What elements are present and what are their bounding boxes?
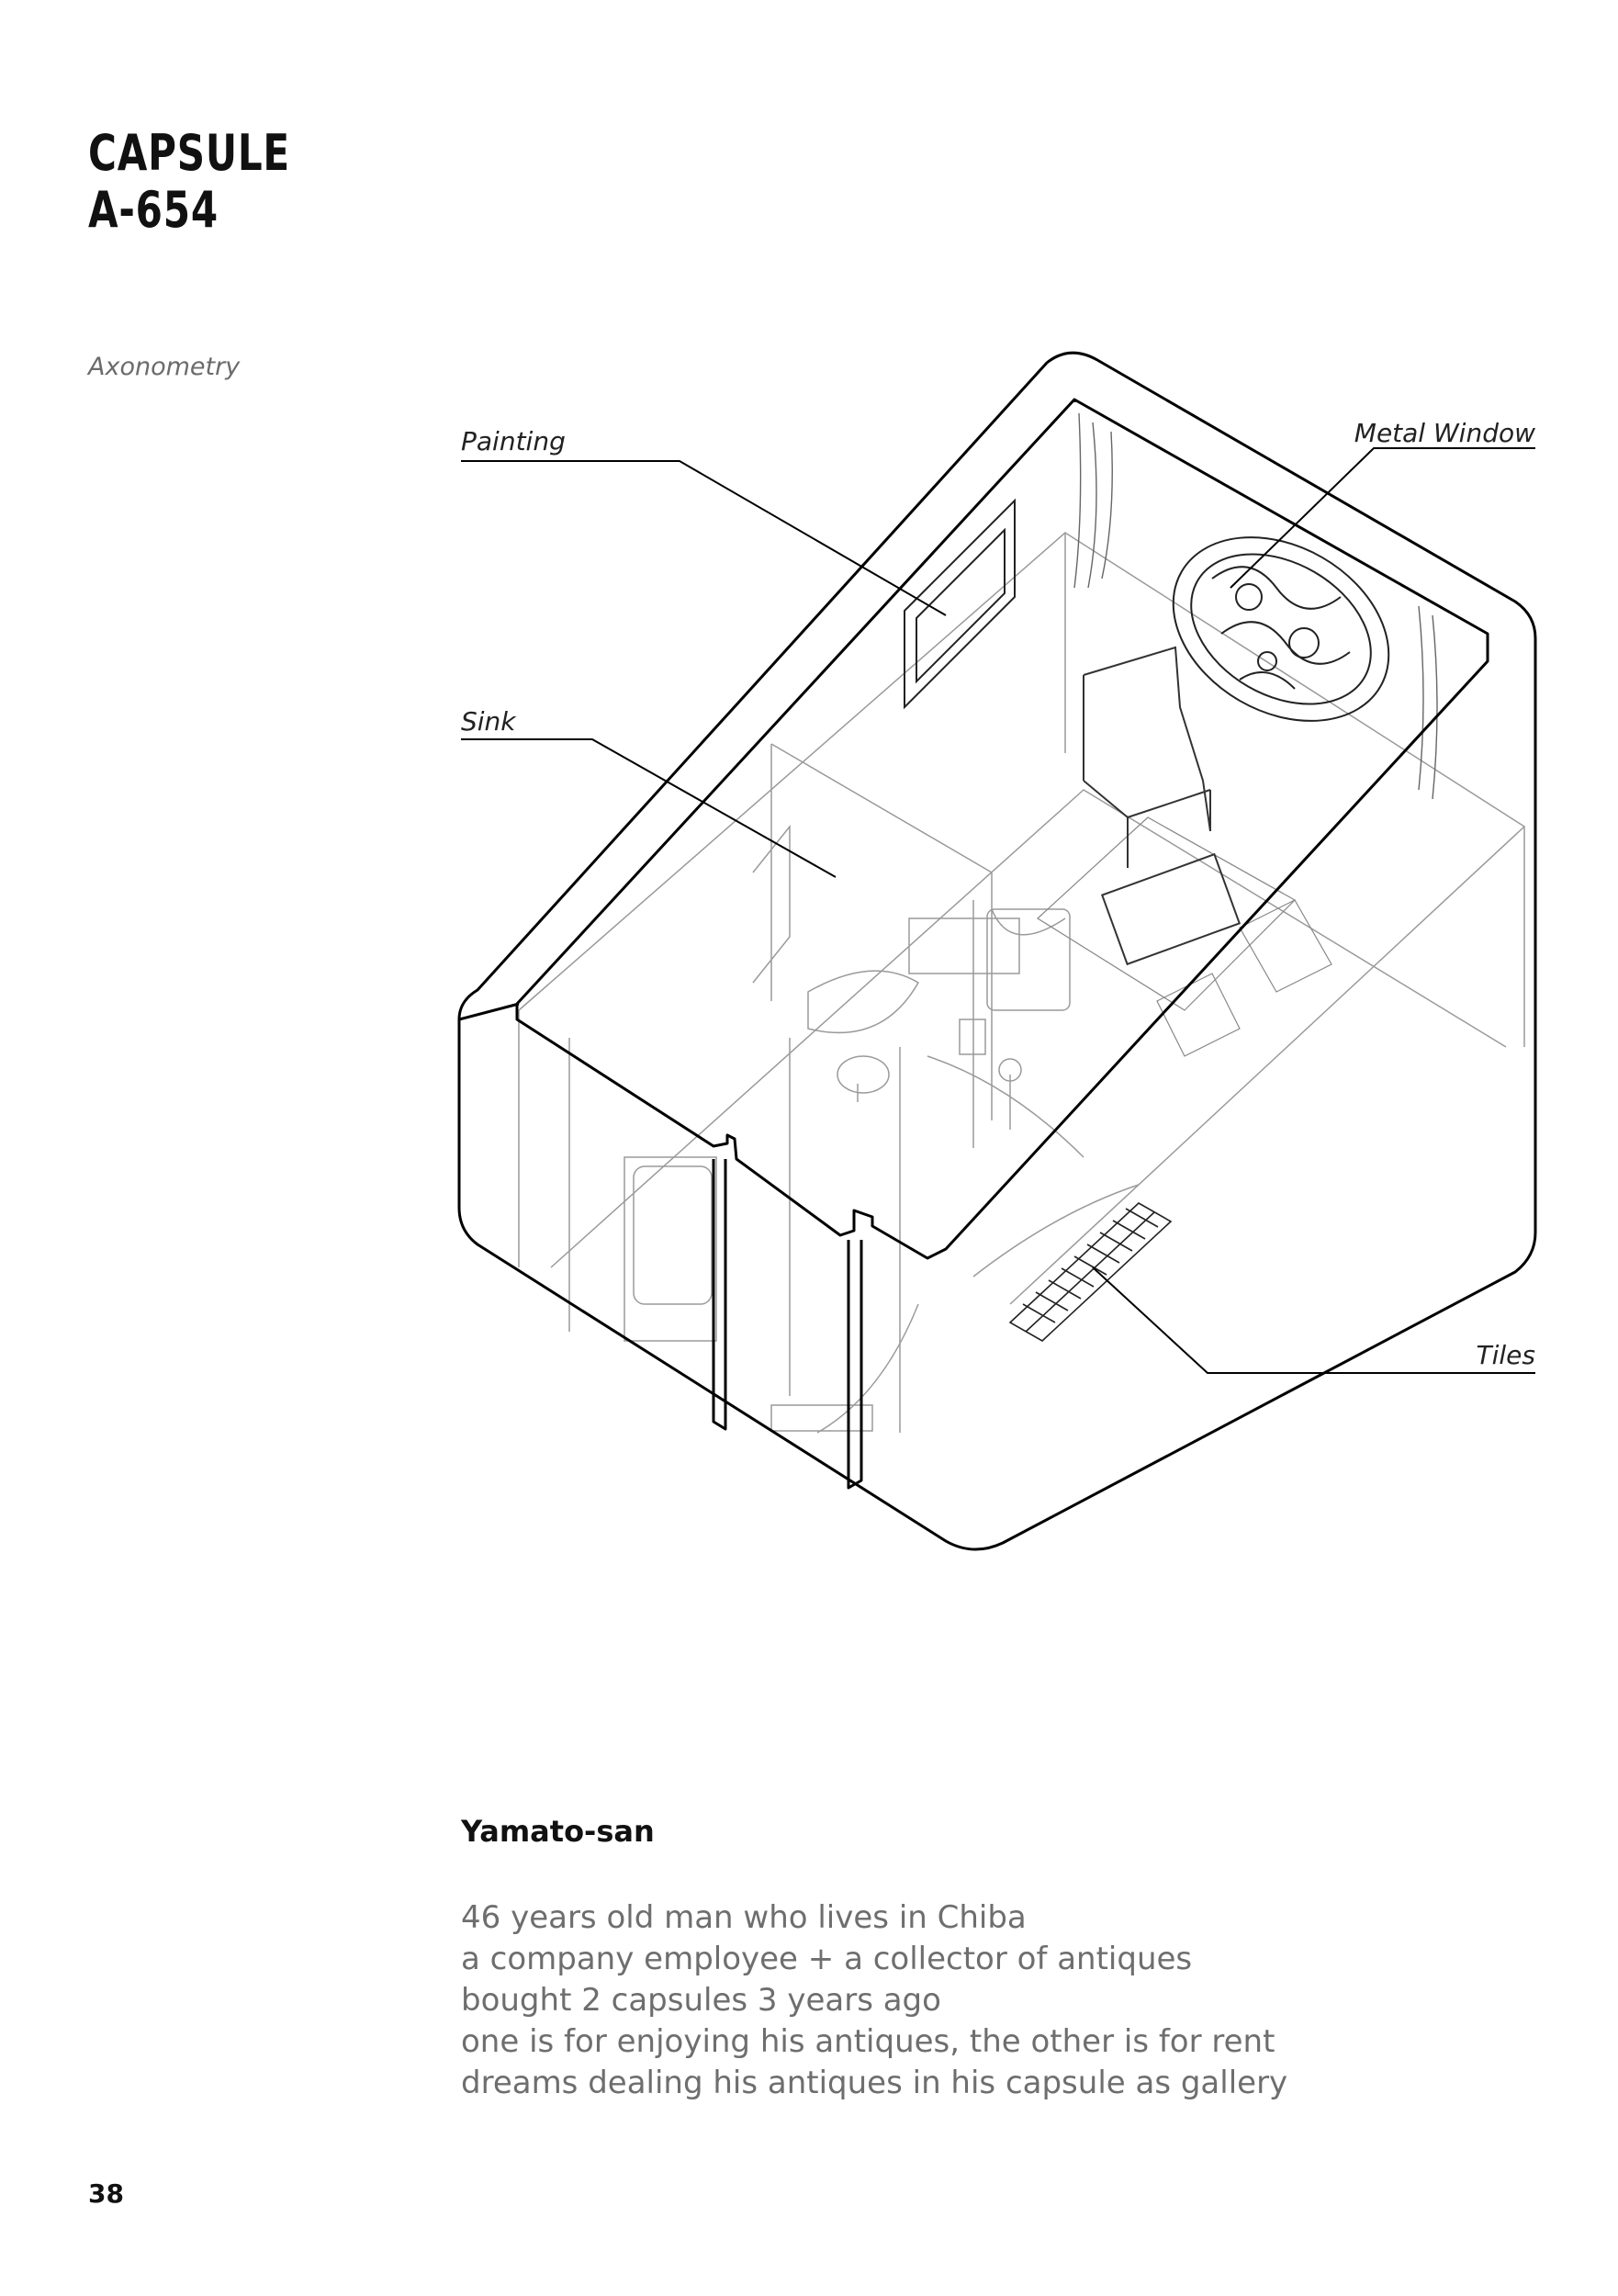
chair [1083, 646, 1242, 966]
leader-lines [461, 447, 1535, 1374]
section-label: Axonometry [88, 353, 241, 381]
profile-line: dreams dealing his antiques in his capsu… [461, 2065, 1288, 2101]
title-line-2: A-654 [88, 181, 219, 239]
curtains [1073, 412, 1438, 800]
tiles-grid [1008, 1202, 1173, 1342]
page-title: CAPSULE A-654 [88, 125, 290, 239]
callout-painting: Painting [461, 426, 566, 456]
callout-sink: Sink [461, 706, 517, 737]
title-line-1: CAPSULE [88, 124, 290, 182]
profile-name: Yamato-san [461, 1814, 655, 1849]
capsule-shell [457, 351, 1537, 1551]
capsule-interior [518, 532, 1526, 1434]
profile-line: bought 2 capsules 3 years ago [461, 1982, 941, 2019]
floor-rug [1037, 816, 1332, 1057]
painting [904, 498, 1016, 710]
profile-description: 46 years old man who lives in Chiba a co… [461, 1897, 1287, 2104]
profile-line: a company employee + a collector of anti… [461, 1941, 1193, 1977]
callout-tiles: Tiles [1477, 1340, 1535, 1370]
profile-line: 46 years old man who lives in Chiba [461, 1899, 1027, 1936]
metal-window [1172, 536, 1390, 722]
page-number: 38 [88, 2178, 124, 2209]
axonometric-drawing: Painting Metal Window Sink Tiles [457, 351, 1537, 1551]
profile-line: one is for enjoying his antiques, the ot… [461, 2023, 1275, 2060]
callout-metal-window: Metal Window [1354, 418, 1535, 448]
